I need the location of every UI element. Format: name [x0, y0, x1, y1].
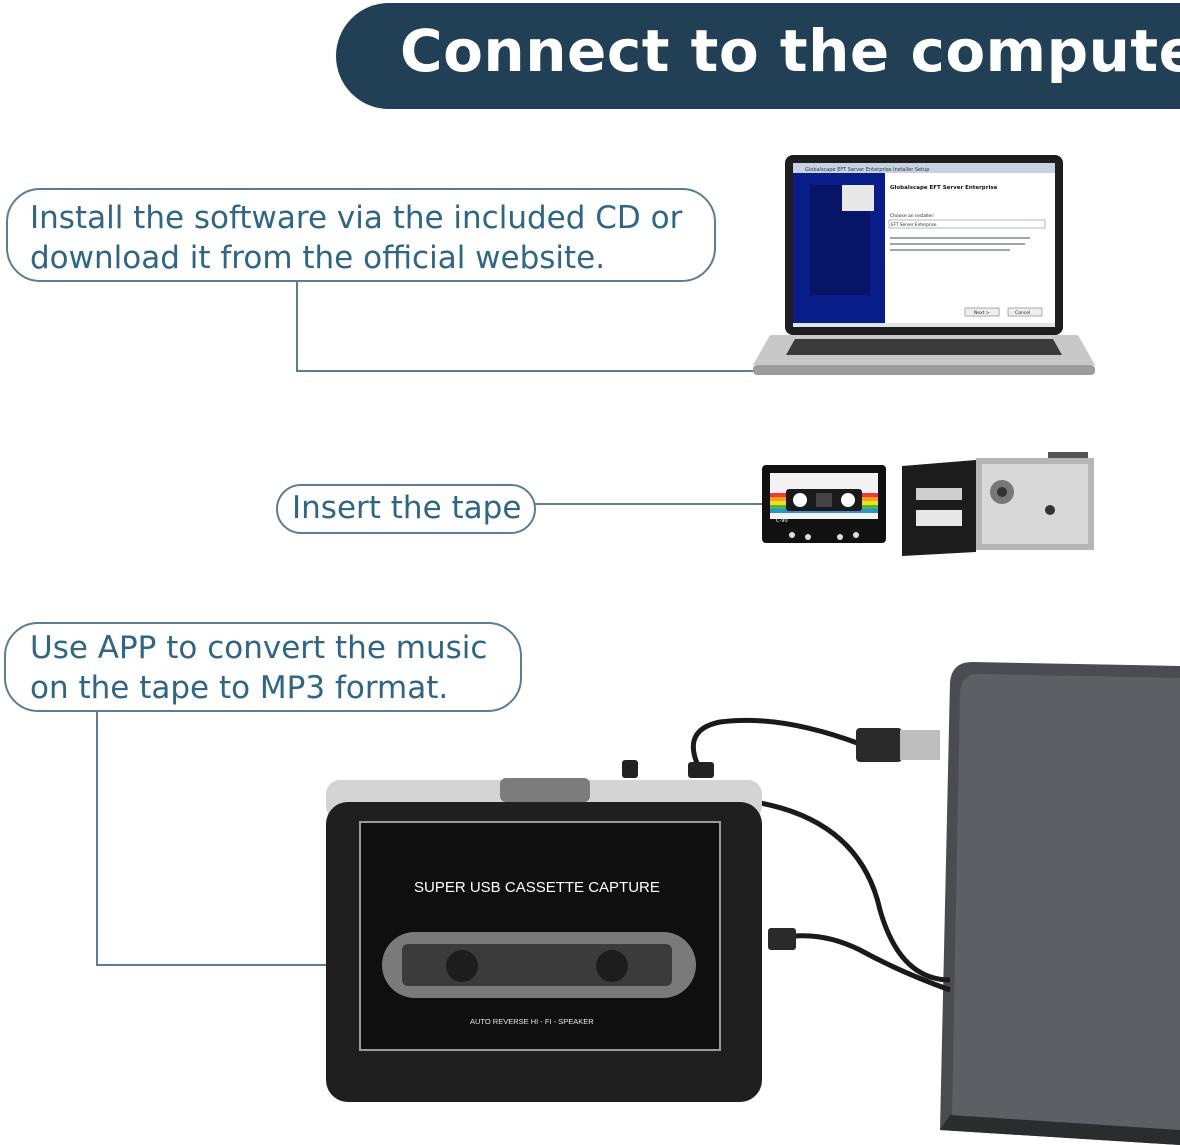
step-insert-line1: Insert the tape: [292, 490, 522, 526]
step-convert-line2: on the tape to MP3 format.: [30, 670, 449, 706]
step-install-line1: Install the software via the included CD…: [30, 200, 683, 236]
installer-select: [888, 219, 1046, 229]
usb-plug: [856, 728, 902, 762]
step-install-line2: download it from the official website.: [30, 240, 606, 276]
device-sub-text: AUTO REVERSE HI - FI - SPEAKER: [470, 1017, 594, 1026]
usb-cassette-device-image: SUPER USB CASSETTE CAPTURE AUTO REVERSE …: [326, 760, 762, 1102]
player-door: [902, 460, 976, 556]
installer-titlebar: [793, 163, 1055, 173]
mini-usb-plug: [768, 928, 796, 950]
cassette-player-open-image: [902, 452, 1094, 556]
laptop-keyboard: [786, 339, 1062, 355]
installer-cancel-label: Cancel: [1015, 310, 1030, 316]
connector-line-2: [534, 503, 764, 505]
closed-laptop-image: [940, 662, 1180, 1145]
installer-logo: [842, 185, 874, 211]
connector-line-3-vertical: [96, 710, 98, 966]
installer-select-value: EFT Server Enterprise: [891, 222, 937, 227]
usb-connector: [900, 730, 940, 760]
installer-next-button: [964, 307, 1000, 317]
connector-line-3-horizontal: [96, 964, 330, 966]
step-install-callout: Install the software via the included CD…: [6, 188, 716, 282]
cassette-label: C-90: [776, 518, 788, 524]
laptop-image: Globalscape EFT Server Enterprise Instal…: [753, 155, 1095, 375]
installer-next-label: Next >: [974, 310, 990, 316]
cassette-tape-image: C-90: [762, 465, 886, 543]
page-title: Connect to the computer: [400, 17, 1180, 85]
device-brand-text: SUPER USB CASSETTE CAPTURE: [414, 879, 660, 896]
connector-line-1-horizontal: [296, 370, 756, 372]
header-banner: Connect to the computer: [336, 3, 1180, 109]
installer-title: Globalscape EFT Server Enterprise Instal…: [805, 167, 929, 173]
installer-cancel-button: [1007, 307, 1043, 317]
step-insert-callout: Insert the tape: [276, 484, 536, 534]
step-convert-line1: Use APP to convert the music: [30, 630, 488, 666]
usb-cables: [690, 717, 951, 993]
connector-line-1-vertical: [296, 280, 298, 372]
installer-choose-label: Choose an installer:: [890, 213, 935, 219]
installer-heading: Globalscape EFT Server Enterprise: [890, 185, 998, 191]
step-convert-callout: Use APP to convert the music on the tape…: [4, 622, 522, 712]
